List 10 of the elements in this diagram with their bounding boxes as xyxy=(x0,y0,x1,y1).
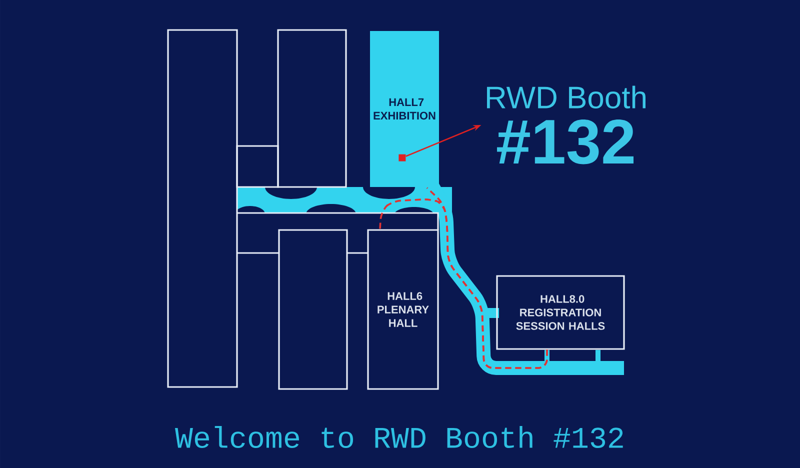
dashed-route xyxy=(379,198,548,369)
hall-box: HALL6 PLENARY HALL xyxy=(367,229,439,390)
building-box xyxy=(277,29,347,188)
building-box xyxy=(167,29,238,388)
building-box xyxy=(278,229,348,390)
hall-box: HALL8.0 REGISTRATION SESSION HALLS xyxy=(496,275,625,350)
hall-box: HALL7 EXHIBITION xyxy=(370,31,439,187)
booth-label: RWD Booth #132 xyxy=(487,86,646,164)
building-box xyxy=(236,145,279,188)
caption: Welcome to RWD Booth #132 xyxy=(174,426,623,448)
